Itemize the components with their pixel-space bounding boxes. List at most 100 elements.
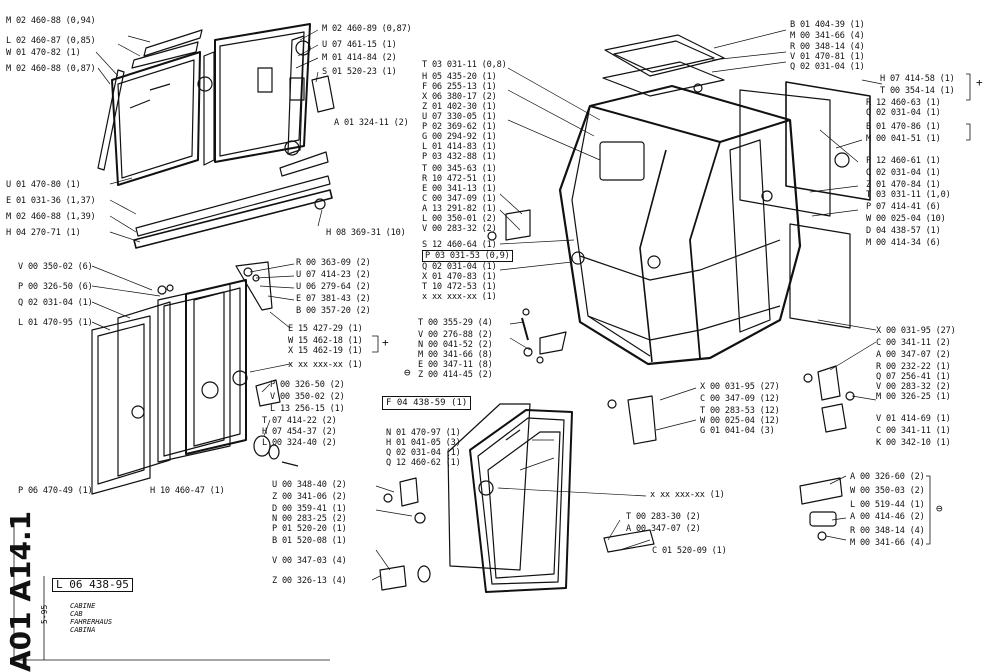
part-label: T 00 283-30 (2) — [626, 512, 701, 522]
part-label: H 07 454-37 (2) — [262, 427, 337, 437]
part-label: X 15 462-19 (1) — [288, 346, 363, 356]
title-fr: CABINE — [70, 602, 96, 610]
reference-box: L 06 438-95 — [52, 578, 133, 592]
part-label: T 03 031-11 (1,0) — [866, 190, 951, 200]
part-label: M 02 460-88 (0,87) — [6, 64, 96, 74]
part-label: W 15 462-18 (1) — [288, 336, 363, 346]
part-label: V 00 350-02 (6) — [18, 262, 93, 272]
part-label: x xx xxx-xx (1) — [288, 360, 363, 370]
part-label: P 00 326-50 (2) — [270, 380, 345, 390]
title-block: CABINE CAB FAHRERHAUS CABINA — [70, 602, 112, 634]
part-label: B 00 357-20 (2) — [296, 306, 371, 316]
part-label: R 00 232-22 (1) — [876, 362, 951, 372]
part-label: P 12 460-61 (1) — [866, 156, 941, 166]
part-label: Z 00 326-13 (4) — [272, 576, 347, 586]
part-label: H 05 435-20 (1) — [422, 72, 497, 82]
part-label: U 06 279-64 (2) — [296, 282, 371, 292]
leader-lines — [91, 29, 883, 581]
part-label: P 03 031-53 (0,9) — [422, 250, 513, 262]
part-label: B 01 470-86 (1) — [866, 122, 941, 132]
part-label: V 00 276-88 (2) — [418, 330, 493, 340]
part-label: V 01 414-69 (1) — [876, 414, 951, 424]
part-label: X 06 380-17 (2) — [422, 92, 497, 102]
part-label: W 01 470-82 (1) — [6, 48, 81, 58]
part-label: L 13 256-15 (1) — [270, 404, 345, 414]
part-label: P 00 326-50 (6) — [18, 282, 93, 292]
plus-marker: + — [382, 336, 389, 349]
part-label: Q 07 256-41 (1) — [876, 372, 951, 382]
part-label: T 00 283-53 (12) — [700, 406, 780, 416]
right-bracket-parts — [603, 365, 855, 553]
part-label: V 00 347-03 (4) — [272, 556, 347, 566]
part-label: Q 02 031-04 (1) — [386, 448, 461, 458]
part-label: P 03 432-88 (1) — [422, 152, 497, 162]
part-label: V 00 283-32 (2) — [876, 382, 951, 392]
part-label: W 00 350-03 (2) — [850, 486, 925, 496]
part-label: D 04 438-57 (1) — [866, 226, 941, 236]
f04-box: F 04 438-59 (1) — [382, 396, 472, 410]
part-label: H 10 460-47 (1) — [150, 486, 225, 496]
part-label: Q 02 031-04 (1) — [422, 262, 497, 272]
part-label: E 07 381-43 (2) — [296, 294, 371, 304]
part-label: W 00 025-04 (10) — [866, 214, 946, 224]
grouping-brackets — [13, 73, 971, 661]
part-label: Z 00 341-06 (2) — [272, 492, 347, 502]
part-label: A 00 347-07 (2) — [876, 350, 951, 360]
part-label: D 00 359-41 (1) — [272, 504, 347, 514]
part-label: M 00 414-34 (6) — [866, 238, 941, 248]
part-label: S 01 520-23 (1) — [322, 67, 397, 77]
part-label: U 07 330-05 (1) — [422, 112, 497, 122]
part-label: x xx xxx-xx (1) — [422, 292, 497, 302]
part-label: H 08 369-31 (10) — [326, 228, 406, 238]
part-label: B 01 520-08 (1) — [272, 536, 347, 546]
part-label: Z 01 470-84 (1) — [866, 180, 941, 190]
part-label: C 00 341-11 (2) — [876, 338, 951, 348]
part-label: T 07 414-22 (2) — [262, 416, 337, 426]
part-label: A 01 324-11 (2) — [334, 118, 409, 128]
part-label: V 00 350-02 (2) — [270, 392, 345, 402]
part-label: X 00 031-95 (27) — [700, 382, 780, 392]
part-label: M 00 341-66 (4) — [850, 538, 925, 548]
part-label: M 00 326-25 (1) — [876, 392, 951, 402]
part-label: A 13 291-82 (1) — [422, 204, 497, 214]
minus-marker: ⊖ — [936, 502, 943, 515]
part-label: U 00 348-40 (2) — [272, 480, 347, 490]
part-label: T 00 355-29 (4) — [418, 318, 493, 328]
part-label: E 15 427-29 (1) — [288, 324, 363, 334]
part-label: E 01 031-36 (1,37) — [6, 196, 96, 206]
part-label: Q 12 460-62 (1) — [386, 458, 461, 468]
part-label: L 00 324-40 (2) — [262, 438, 337, 448]
part-label: P 01 520-20 (1) — [272, 524, 347, 534]
part-label: M 02 460-88 (0,94) — [6, 16, 96, 26]
cab-frame — [558, 34, 871, 366]
part-label: U 01 470-80 (1) — [6, 180, 81, 190]
part-label: C 00 347-09 (1) — [422, 194, 497, 204]
drawing-code: A01 A14.1 — [4, 510, 37, 672]
part-label: R 00 348-14 (4) — [790, 42, 865, 52]
part-label: A 00 414-46 (2) — [850, 512, 925, 522]
title-de: FAHRERHAUS — [70, 618, 113, 626]
part-label: Q 02 031-04 (1) — [866, 168, 941, 178]
part-label: G 00 294-92 (1) — [422, 132, 497, 142]
part-label: Z 00 414-45 (2) — [418, 370, 493, 380]
part-label: C 00 341-11 (1) — [876, 426, 951, 436]
title-en: CAB — [70, 610, 83, 618]
part-label: T 00 354-14 (1) — [880, 86, 955, 96]
part-label: H 01 041-05 (3) — [386, 438, 461, 448]
part-label: M 02 460-89 (0,87) — [322, 24, 412, 34]
part-label: C 00 347-09 (12) — [700, 394, 780, 404]
part-label: N 01 470-97 (1) — [386, 428, 461, 438]
part-label: B 01 404-39 (1) — [790, 20, 865, 30]
part-label: R 00 348-14 (4) — [850, 526, 925, 536]
part-label: M 00 341-66 (8) — [418, 350, 493, 360]
part-label: Z 01 402-30 (1) — [422, 102, 497, 112]
part-label: L 01 470-95 (1) — [18, 318, 93, 328]
part-label: V 00 283-32 (2) — [422, 224, 497, 234]
part-label: M 00 341-66 (4) — [790, 31, 865, 41]
part-label: H 07 414-58 (1) — [880, 74, 955, 84]
part-label: A 00 326-60 (2) — [850, 472, 925, 482]
part-label: Q 02 031-04 (1) — [866, 108, 941, 118]
part-label: T 00 345-63 (1) — [422, 164, 497, 174]
